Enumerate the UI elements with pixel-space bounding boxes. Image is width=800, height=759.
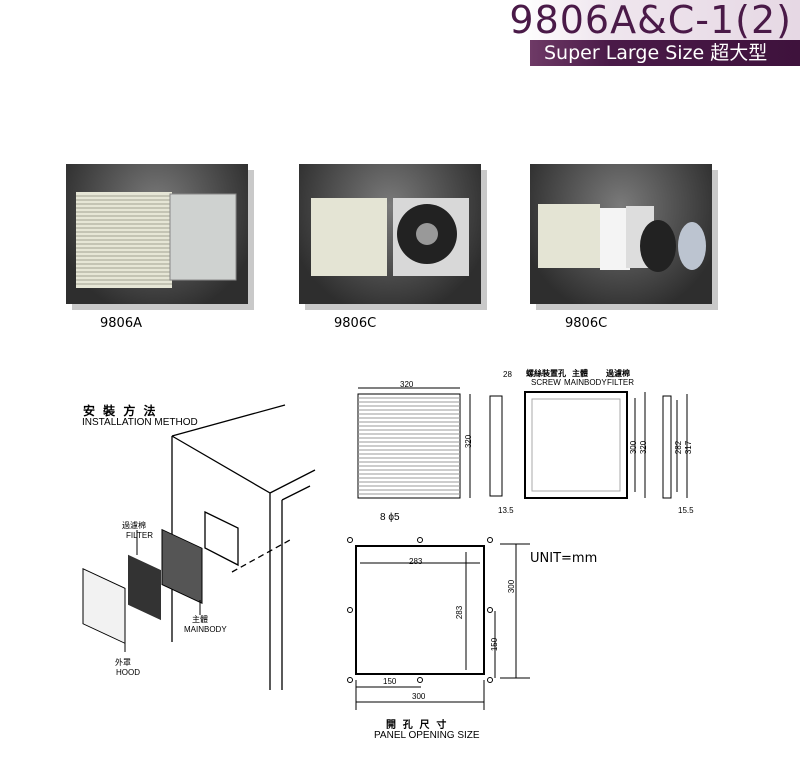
product-photo-9806c-1 xyxy=(299,164,481,304)
panel-title-en: PANEL OPENING SIZE xyxy=(374,730,480,741)
screw-label-cn: 螺絲裝置孔 xyxy=(526,369,566,378)
dimension-drawings xyxy=(357,387,688,499)
page-title: 9806A&C-1(2) xyxy=(509,0,792,42)
product-label: 9806C xyxy=(565,316,608,331)
mounting-hole xyxy=(487,537,493,543)
panel-title-cn: 開 孔 尺 寸 xyxy=(386,720,449,731)
unit-label: UNIT=mm xyxy=(530,551,598,566)
mounting-hole xyxy=(417,677,423,683)
installation-title-cn: 安 裝 方 法 xyxy=(83,404,158,418)
product-label: 9806A xyxy=(100,316,142,331)
mounting-hole xyxy=(417,537,423,543)
mounting-hole xyxy=(487,677,493,683)
back-outer-dim: 320 xyxy=(639,440,649,455)
panel-height-half: 150 xyxy=(490,637,500,652)
mainbody-label-cn: 主體 xyxy=(192,615,208,624)
product-photo-9806c-2 xyxy=(530,164,712,304)
side2-inner-dim: 282 xyxy=(674,440,684,455)
mainbody-label-en: MAINBODY xyxy=(184,625,227,634)
mounting-hole xyxy=(347,607,353,613)
front-height-dim: 320 xyxy=(464,434,474,449)
panel-width-total: 300 xyxy=(412,692,426,701)
front-width-dim: 320 xyxy=(400,380,414,389)
filter-label-en: FILTER xyxy=(607,378,634,387)
mounting-hole xyxy=(347,537,353,543)
side2-outer-dim: 317 xyxy=(684,440,694,455)
back-inner-dim: 300 xyxy=(629,440,639,455)
filter-label-cn: 過濾棉 xyxy=(122,521,146,530)
mainbody-label-en: MAINBODY xyxy=(564,378,607,387)
installation-diagram xyxy=(82,404,316,690)
filter-label-en: FILTER xyxy=(126,531,153,540)
product-photo-9806a xyxy=(66,164,248,304)
panel-holes-label: 8 ϕ5 xyxy=(380,512,400,523)
mainbody-label-cn: 主體 xyxy=(572,369,588,378)
hood-label-cn: 外罩 xyxy=(115,658,131,667)
mounting-hole xyxy=(487,607,493,613)
side-bottom-dim: 13.5 xyxy=(498,506,514,515)
panel-width-inner: 283 xyxy=(409,557,423,566)
panel-opening-drawing xyxy=(347,537,530,710)
side-depth-dim: 28 xyxy=(503,370,512,379)
installation-title-en: INSTALLATION METHOD xyxy=(82,417,198,428)
panel-height-total: 300 xyxy=(507,579,517,594)
screw-label-en: SCREW xyxy=(531,378,561,387)
subtitle-banner: Super Large Size 超大型 xyxy=(530,40,800,66)
side2-bottom-dim: 15.5 xyxy=(678,506,694,515)
filter-label-cn: 過濾棉 xyxy=(606,369,630,378)
panel-height-inner: 283 xyxy=(455,605,465,620)
title-background xyxy=(520,0,800,40)
panel-width-half: 150 xyxy=(383,677,397,686)
hood-label-en: HOOD xyxy=(116,668,140,677)
mounting-hole xyxy=(347,677,353,683)
product-label: 9806C xyxy=(334,316,377,331)
